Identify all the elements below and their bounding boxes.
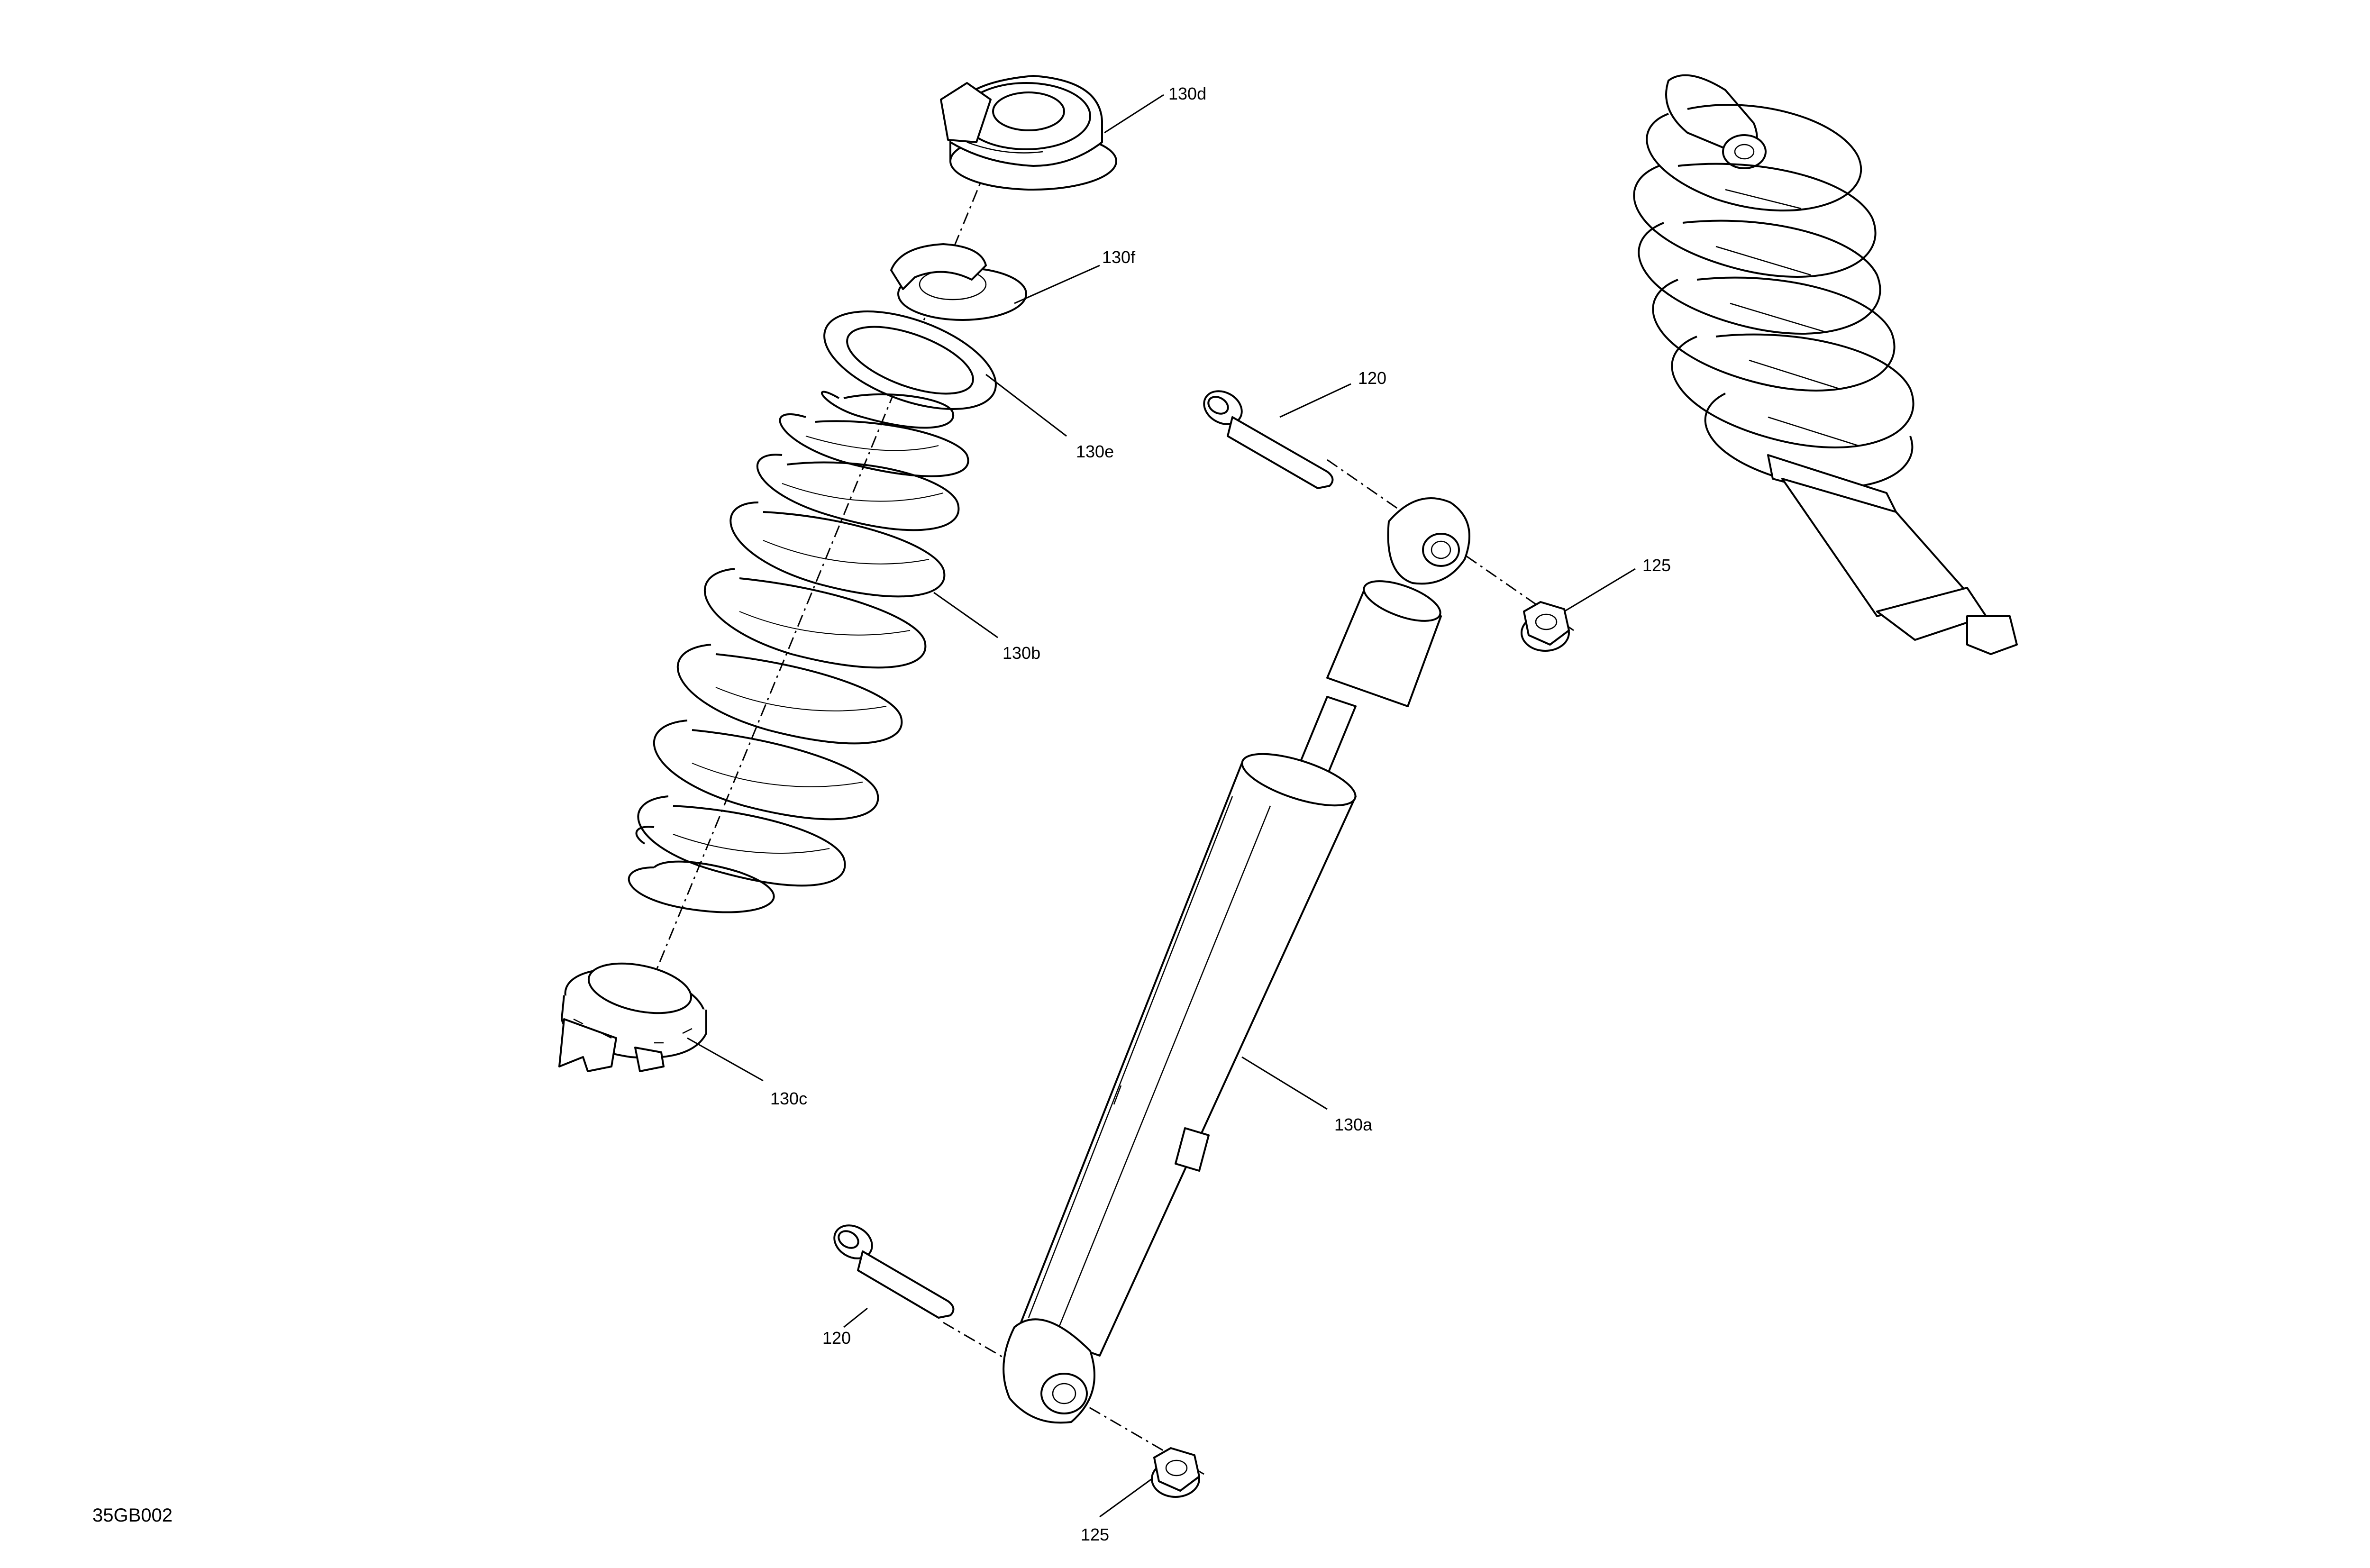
callout-120-bottom: 120 [822, 1328, 851, 1348]
callout-125-top: 125 [1642, 556, 1671, 575]
spring-seat-lower-130c [558, 962, 707, 1072]
spring-seat-upper-130d [940, 75, 1117, 191]
leader-lines [687, 94, 1636, 1518]
coil-spring-130b [628, 391, 969, 913]
bolt-upper-120 [1203, 390, 1334, 489]
callout-130a: 130a [1334, 1115, 1373, 1134]
callout-130f: 130f [1102, 247, 1136, 267]
assembled-shock-view [1633, 74, 2018, 655]
nut-upper-125 [1521, 601, 1570, 652]
callout-130e: 130e [1076, 442, 1114, 461]
spring-retainer-130f [890, 243, 1027, 321]
nut-lower-125 [1151, 1447, 1200, 1498]
diagram-code: 35GB002 [92, 1505, 173, 1526]
shock-absorber-130a [1003, 497, 1470, 1424]
bolt-lower-120 [833, 1224, 955, 1319]
callout-125-bottom: 125 [1081, 1525, 1109, 1544]
spring-ring-130e [823, 310, 997, 410]
callout-labels: 130d 130f 130e 130b 130c 130a 120 120 12… [770, 84, 1671, 1544]
callout-130b: 130b [1003, 643, 1040, 663]
callout-130d: 130d [1168, 84, 1206, 103]
callout-120-top: 120 [1358, 368, 1386, 388]
callout-130c: 130c [770, 1089, 807, 1108]
